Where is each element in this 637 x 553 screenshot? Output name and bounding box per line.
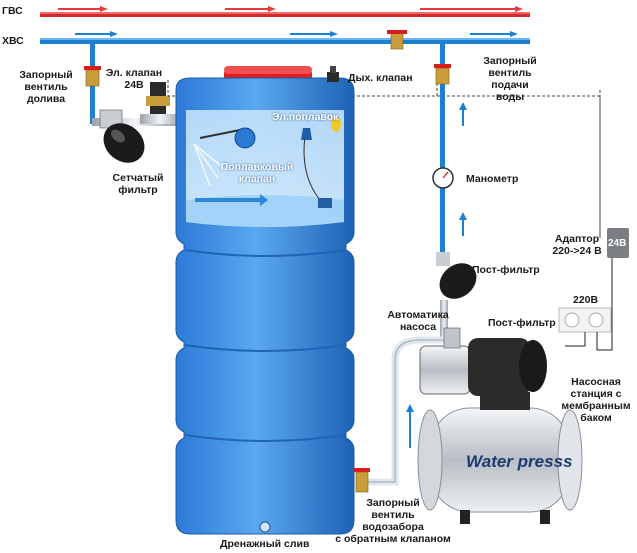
supply-valve-label: Запорный вентиль подачи воды — [483, 55, 537, 103]
manometer — [432, 167, 454, 189]
float-valve-label: Поплавковый клапан — [220, 161, 294, 185]
post-filter-label-right: Пост-фильтр — [488, 317, 556, 329]
pump-station — [417, 327, 583, 524]
power-label: 220В — [573, 294, 599, 306]
pump-tank-brand: Water presss — [466, 452, 573, 471]
cold-pipe-valve[interactable] — [387, 30, 407, 50]
breather-valve — [327, 66, 339, 82]
el-valve-label: Эл. клапан 24В — [105, 67, 163, 91]
storage-tank — [175, 66, 355, 535]
mesh-filter — [99, 109, 145, 163]
mesh-filter-label: Сетчатый фильтр — [112, 172, 164, 196]
hot-water-label: ГВС — [2, 5, 23, 17]
breather-valve-label: Дых. клапан — [348, 72, 413, 84]
electric-float — [301, 116, 341, 208]
fill-branch-pipe — [84, 44, 177, 126]
drain-label: Дренажный слив — [220, 538, 310, 550]
power-sockets — [558, 258, 613, 351]
electric-valve — [140, 82, 180, 124]
intake-valve — [354, 468, 370, 493]
adapter-box — [607, 228, 629, 258]
cold-water-label: ХВС — [2, 35, 24, 47]
manometer-label: Манометр — [466, 173, 519, 185]
adapter-badge: 24В — [608, 238, 627, 249]
flow-arrows — [195, 194, 268, 206]
intake-valve-label: Запорный вентиль водозабора с обратным к… — [335, 497, 451, 545]
el-float-label: Эл.поплавок — [272, 111, 339, 123]
suction-hose — [360, 336, 450, 486]
fill-valve-label: Запорный вентиль долива — [19, 69, 73, 105]
float-valve — [193, 127, 256, 187]
hot-water-pipe — [40, 6, 530, 17]
supply-riser-pipe — [434, 44, 467, 256]
control-wire-right — [437, 95, 601, 235]
adapter-label: Адаптор 220->24 В — [552, 233, 602, 257]
post-filter-label-top: Пост-фильтр — [472, 264, 540, 276]
pump-automation-label: Автоматика насоса — [387, 309, 449, 333]
post-filter — [436, 252, 477, 340]
pump-station-label: Насосная станция с мембранным баком — [561, 376, 631, 424]
cold-water-pipe — [40, 31, 530, 44]
